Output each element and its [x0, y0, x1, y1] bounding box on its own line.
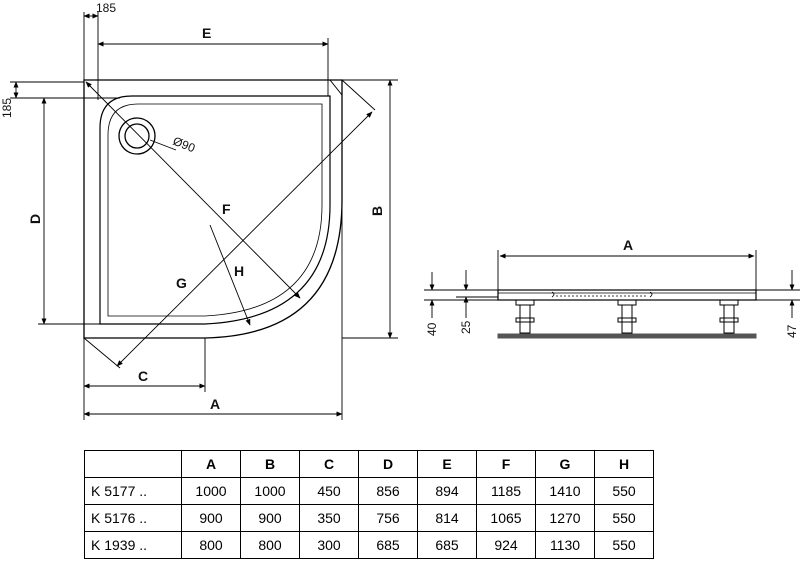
cell: 550 — [594, 504, 654, 532]
cell: 1130 — [535, 531, 595, 559]
dim-25: 25 — [459, 320, 473, 334]
cell: 800 — [240, 531, 300, 559]
label-F: F — [222, 201, 231, 217]
label-H: H — [234, 263, 244, 279]
cell: 685 — [358, 531, 418, 559]
header-B: B — [240, 450, 300, 478]
label-B: B — [369, 206, 385, 216]
cell: 856 — [358, 477, 418, 505]
cell: 800 — [181, 531, 241, 559]
cell: 1000 — [181, 477, 241, 505]
dim-47: 47 — [785, 324, 799, 338]
cell: 900 — [181, 504, 241, 532]
drain-diameter: Ø90 — [171, 134, 198, 156]
cell-model: K 1939 .. — [84, 531, 182, 559]
label-A-side: A — [623, 237, 633, 253]
dim-40: 40 — [425, 322, 439, 336]
table-row: K 5177 .. 1000 1000 450 856 894 1185 141… — [84, 477, 654, 505]
label-C: C — [138, 368, 148, 384]
tray-basin — [99, 95, 331, 325]
header-E: E — [417, 450, 477, 478]
cell: 550 — [594, 531, 654, 559]
cell: 550 — [594, 477, 654, 505]
cell: 350 — [299, 504, 359, 532]
label-A-plan: A — [210, 396, 220, 412]
header-A: A — [181, 450, 241, 478]
label-E: E — [202, 25, 211, 41]
header-H: H — [594, 450, 654, 478]
cell: 300 — [299, 531, 359, 559]
dim-185-top: 185 — [96, 1, 116, 15]
table-row: K 1939 .. 800 800 300 685 685 924 1130 5… — [84, 531, 654, 559]
header-C: C — [299, 450, 359, 478]
cell: 1065 — [476, 504, 536, 532]
cell: 900 — [240, 504, 300, 532]
cell: 685 — [417, 531, 477, 559]
dim-185-left: 185 — [0, 98, 14, 118]
cell: 894 — [417, 477, 477, 505]
technical-drawing: 185 185 E D B A C F G H Ø90 — [0, 1, 800, 420]
header-D: D — [358, 450, 418, 478]
cell: 814 — [417, 504, 477, 532]
header-model — [84, 450, 182, 478]
drain — [118, 117, 156, 155]
cell: 1410 — [535, 477, 595, 505]
header-F: F — [476, 450, 536, 478]
floor-line — [497, 333, 757, 339]
table-header-row: A B C D E F G H — [84, 450, 654, 478]
cell-model: K 5176 .. — [84, 504, 182, 532]
cell: 1270 — [535, 504, 595, 532]
label-G: G — [176, 275, 187, 291]
cell: 450 — [299, 477, 359, 505]
cell: 924 — [476, 531, 536, 559]
cell-model: K 5177 .. — [84, 477, 182, 505]
cell: 1185 — [476, 477, 536, 505]
header-G: G — [535, 450, 595, 478]
plan-dimensions — [10, 12, 398, 420]
side-view — [424, 250, 800, 339]
tray-side-slab — [497, 289, 757, 301]
tray-legs — [515, 299, 739, 334]
cell: 1000 — [240, 477, 300, 505]
label-D: D — [27, 214, 43, 224]
table-row: K 5176 .. 900 900 350 756 814 1065 1270 … — [84, 504, 654, 532]
cell: 756 — [358, 504, 418, 532]
dimensions-table: A B C D E F G H K 5177 .. 1000 1000 450 … — [84, 450, 654, 559]
